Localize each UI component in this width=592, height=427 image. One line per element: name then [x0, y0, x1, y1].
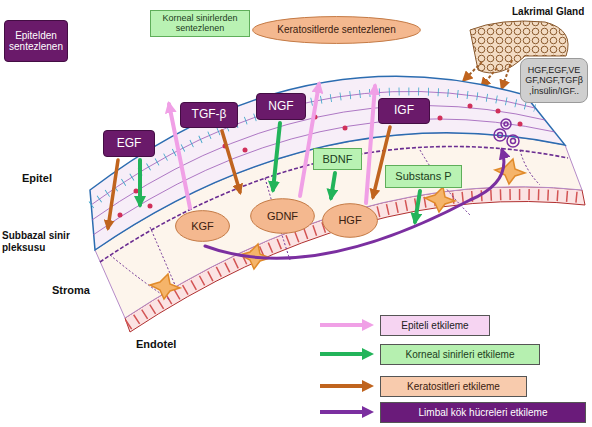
legend-text: Epiteli etkileme	[401, 320, 468, 331]
nerve-factor-box: Korneal sinirlerden sentezlenen	[150, 10, 250, 37]
cell-nuclei	[118, 104, 523, 218]
legend-box: Epiteli etkileme	[380, 315, 490, 336]
node-text: TGF-β	[192, 108, 227, 122]
node-text: HGF,EGF,VEGF,NGF,TGFβ ,İnsülin/IGF..	[525, 65, 583, 96]
node-text: IGF	[394, 104, 414, 118]
limbal-stem-cells	[494, 119, 519, 147]
epithelial-factor-box: IGF	[378, 98, 430, 124]
keratocyte-factor-ellipse: Keratositlerde sentezlenen	[251, 16, 422, 44]
lacrimal-factor-box: HGF,EGF,VEGF,NGF,TGFβ ,İnsülin/IGF..	[520, 58, 588, 103]
legend-box: Limbal kök hücreleri etkileme	[380, 402, 586, 423]
node-text: Korneal sinirlerden sentezlenen	[155, 13, 245, 34]
layer-label: Lakrimal Gland	[512, 6, 584, 18]
ellipse-shape	[253, 17, 421, 44]
layer-label: Epitel	[22, 172, 52, 185]
legend-arrow	[318, 405, 376, 419]
legend-text: Limbal kök hücreleri etkileme	[419, 407, 548, 418]
legend-text: Korneal sinirleri etkileme	[406, 349, 515, 360]
layer-label: Stroma	[52, 284, 90, 297]
node-text: HGF	[338, 214, 361, 227]
keratocyte-factor-ellipse: KGF	[175, 210, 230, 242]
node-text: NGF	[268, 100, 293, 114]
epithelial-cell-rows	[91, 91, 555, 235]
ellipse-shape	[251, 199, 315, 234]
nerve-branches	[110, 150, 540, 300]
legend-box: Korneal sinirleri etkileme	[380, 344, 540, 365]
effect-arrows	[108, 84, 504, 258]
keratocytes	[150, 159, 525, 299]
node-text: BDNF	[323, 153, 353, 166]
layer-label: Subbazal sinir pleksusu	[2, 230, 86, 253]
keratocyte-factor-ellipse: GDNF	[250, 198, 315, 234]
node-text: EGF	[117, 137, 142, 151]
epithelial-factor-box: TGF-β	[180, 102, 238, 128]
layer-label: Endotel	[136, 338, 176, 351]
nerve-factor-box: BDNF	[313, 148, 362, 170]
node-text: Epitelden sentezlenen	[9, 30, 63, 53]
node-text: Substans P	[395, 170, 451, 183]
keratocyte-factor-ellipse: HGF	[322, 203, 378, 238]
node-text: KGF	[191, 220, 214, 233]
epithelial-factor-box: Epitelden sentezlenen	[4, 20, 68, 62]
legend-arrow	[318, 347, 376, 361]
epithelial-factor-box: NGF	[256, 93, 306, 120]
legend-box: Keratositleri etkileme	[380, 376, 527, 397]
node-text: GDNF	[267, 210, 298, 223]
nerve-factor-box: Substans P	[385, 165, 462, 188]
legend-arrow	[318, 318, 376, 332]
epithelial-factor-box: EGF	[103, 130, 155, 157]
node-text: Keratositlerde sentezlenen	[277, 24, 395, 36]
ellipse-shape	[176, 211, 230, 242]
ellipse-shape	[323, 204, 378, 238]
legend-arrow	[318, 379, 376, 393]
nerve-plexus	[100, 146, 568, 262]
legend-text: Keratositleri etkileme	[407, 381, 500, 392]
